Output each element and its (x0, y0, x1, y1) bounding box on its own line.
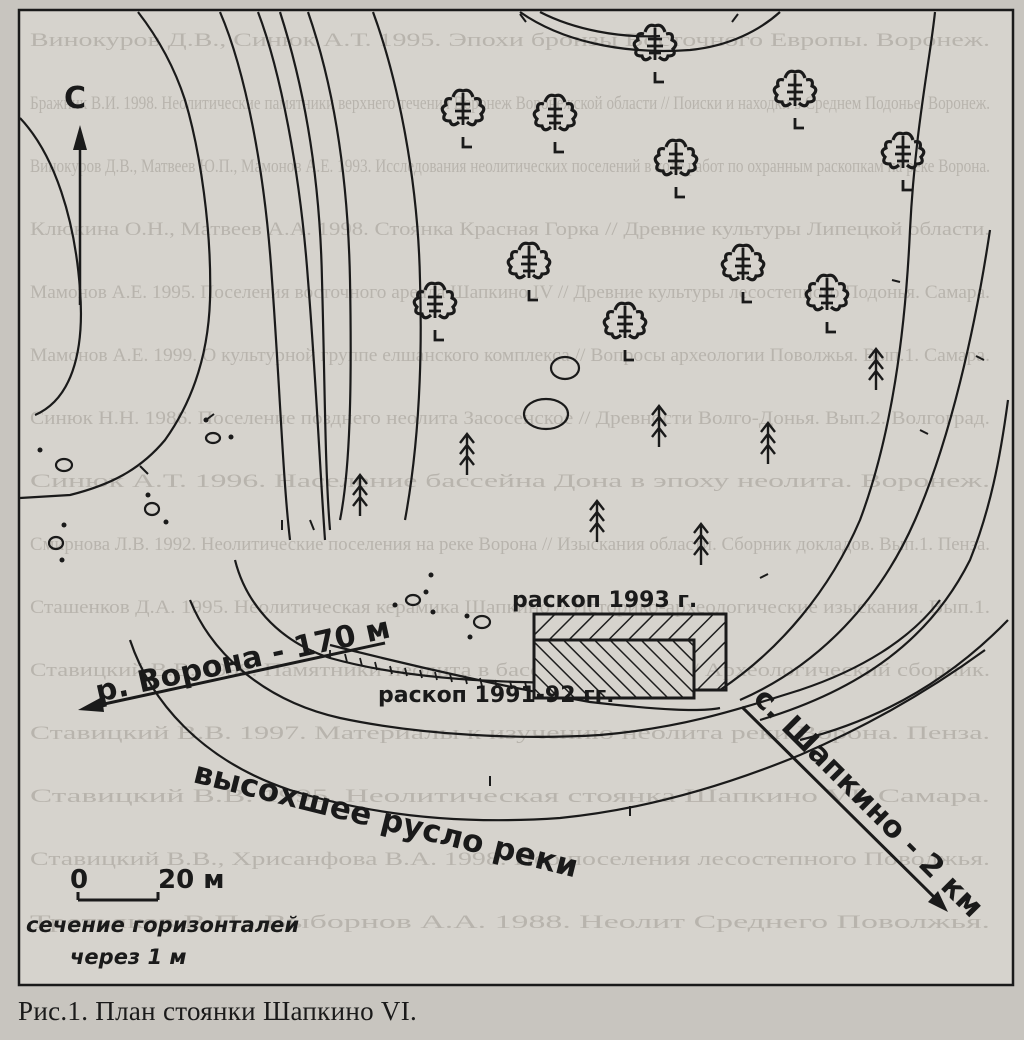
background-text-line: Синюк А.Т. 1996. Население бассейна Дона… (30, 471, 990, 492)
background-text-line: Ставицкий В.В. 1998. Памятники неолита в… (30, 660, 990, 681)
feature-markers (47, 355, 581, 630)
north-label: С (64, 81, 86, 116)
background-text-line: Клюкина О.Н., Матвеев А.А. 1998. Стоянка… (30, 219, 990, 240)
excavation-1991-label: раскоп 1991-92 гг. (378, 683, 615, 708)
scale-zero-label: 0 (70, 865, 88, 895)
background-text-line: Ставицкий В.В., Хрисанфова В.А. 1998. Не… (30, 849, 990, 870)
excavation-areas (532, 612, 728, 700)
north-arrow: С (64, 81, 87, 305)
background-text-line: Бражник В.И. 1998. Неолитические памятни… (30, 93, 990, 114)
background-text-line: Сташенков Д.А. 1995. Неолитическая керам… (30, 597, 990, 618)
excavation-1993-label: раскоп 1993 г. (512, 588, 697, 613)
map-frame (17, 8, 1015, 987)
contour-interval-note-1: сечение горизонталей (26, 913, 299, 937)
contour-lines (19, 11, 1010, 822)
background-text-line: Ставицкий В.В. 1995. Неолитическая стоян… (30, 786, 990, 807)
background-text-line: Винокуров Д.В., Матвеев Ю.П., Мамонов А.… (30, 156, 990, 177)
scale-max-label: 20 м (158, 865, 225, 895)
background-text-line: Третьяков В.П., Выборнов А.А. 1988. Неол… (30, 912, 990, 933)
background-text-line: Синюк Н.Н. 1986. Поселение позднего неол… (30, 408, 990, 429)
contour-interval-note-2: через 1 м (70, 945, 187, 969)
background-text-line: Мамонов А.Е. 1995. Поселения восточного … (30, 282, 990, 303)
find-points (37, 417, 473, 640)
excavation-1991-area (532, 638, 696, 700)
background-text: Винокуров Д.В., Синюк А.Т. 1995. Эпохи б… (30, 30, 990, 933)
background-text-line: Винокуров Д.В., Синюк А.Т. 1995. Эпохи б… (30, 30, 990, 51)
background-text-line: Смирнова Л.В. 1992. Неолитические поселе… (30, 534, 990, 555)
background-text-line: Ставицкий В.В. 1997. Материалы к изучени… (30, 723, 990, 744)
figure-caption: Рис.1. План стоянки Шапкино VI. (18, 996, 418, 1026)
scale-bar: 0 20 м сечение горизонталей через 1 м (26, 865, 299, 969)
background-text-line: Мамонов А.Е. 1999. О культурной группе е… (30, 345, 990, 366)
